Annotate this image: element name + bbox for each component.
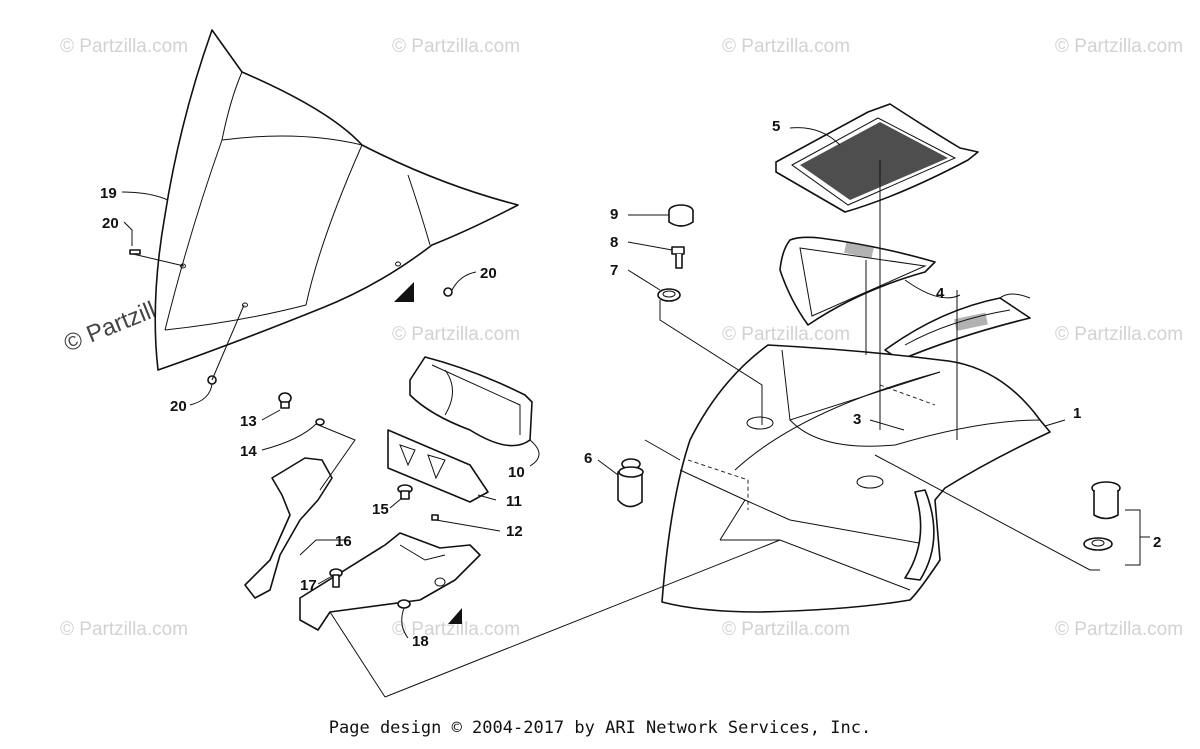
- callout-8: 8: [610, 234, 618, 251]
- ignition-bezel: [657, 288, 681, 302]
- ignition-cap: [668, 204, 694, 227]
- callout-12: 12: [506, 523, 523, 540]
- hardware-12: [431, 514, 439, 521]
- watermark: © Partzilla.com: [722, 324, 850, 345]
- callout-13: 13: [240, 413, 257, 430]
- watermark: © Partzilla.com: [722, 36, 850, 57]
- callout-2: 2: [1153, 534, 1161, 551]
- callout-7: 7: [610, 262, 618, 279]
- callout-5: 5: [772, 118, 780, 135]
- switch-unit: [617, 458, 644, 508]
- callout-19: 19: [100, 185, 117, 202]
- direction-arrow-icon: [394, 282, 414, 302]
- hardware-18: [397, 599, 411, 609]
- callout-16: 16: [335, 533, 352, 550]
- watermark: © Partzilla.com: [60, 619, 188, 640]
- callout-20: 20: [480, 265, 497, 282]
- callout-1: 1: [1073, 405, 1081, 422]
- callout-20: 20: [170, 398, 187, 415]
- callout-9: 9: [610, 206, 618, 223]
- callout-3: 3: [853, 411, 861, 428]
- watermark: © Partzilla.com: [392, 324, 520, 345]
- callout-20: 20: [102, 215, 119, 232]
- power-outlet: [1083, 481, 1121, 551]
- watermark: © Partzilla.com: [1055, 36, 1183, 57]
- leader-lines: [121, 127, 1150, 698]
- callout-labels: 1 2 3 4 5 6 7 8 9 10 11 12 13 14 15 16 1…: [100, 118, 1161, 650]
- callout-10: 10: [508, 464, 525, 481]
- page-footer: Page design © 2004-2017 by ARI Network S…: [328, 718, 872, 738]
- net-mesh-pattern: [800, 122, 948, 200]
- gauge-bracket: [387, 429, 489, 503]
- dashed-guides: [687, 384, 936, 510]
- watermark: © Partzilla.com: [392, 36, 520, 57]
- support-bracket: [244, 457, 481, 631]
- callout-4: 4: [936, 285, 945, 302]
- hardware-15: [397, 484, 413, 500]
- watermark: © Partzilla.com: [60, 36, 188, 57]
- ignition-key: [671, 246, 685, 269]
- storage-net: [775, 103, 979, 213]
- callout-18: 18: [412, 633, 429, 650]
- watermark: © Partzilla.com: [1055, 619, 1183, 640]
- gauge-cluster: [409, 356, 533, 447]
- callout-6: 6: [584, 450, 592, 467]
- callout-11: 11: [506, 493, 522, 510]
- hood-body: [661, 344, 1051, 613]
- watermark: © Partzilla.com: [1055, 324, 1183, 345]
- callout-15: 15: [372, 501, 389, 518]
- hardware-14: [315, 418, 325, 426]
- watermark: © Partzilla.com: [722, 619, 850, 640]
- callout-17: 17: [300, 577, 317, 594]
- direction-arrow-icon: [448, 608, 462, 624]
- callout-14: 14: [240, 443, 257, 460]
- windshield-screws: [129, 249, 453, 385]
- windshield: [154, 29, 519, 371]
- watermark: © Partzilla.com: [392, 619, 520, 640]
- hardware-13: [278, 392, 292, 409]
